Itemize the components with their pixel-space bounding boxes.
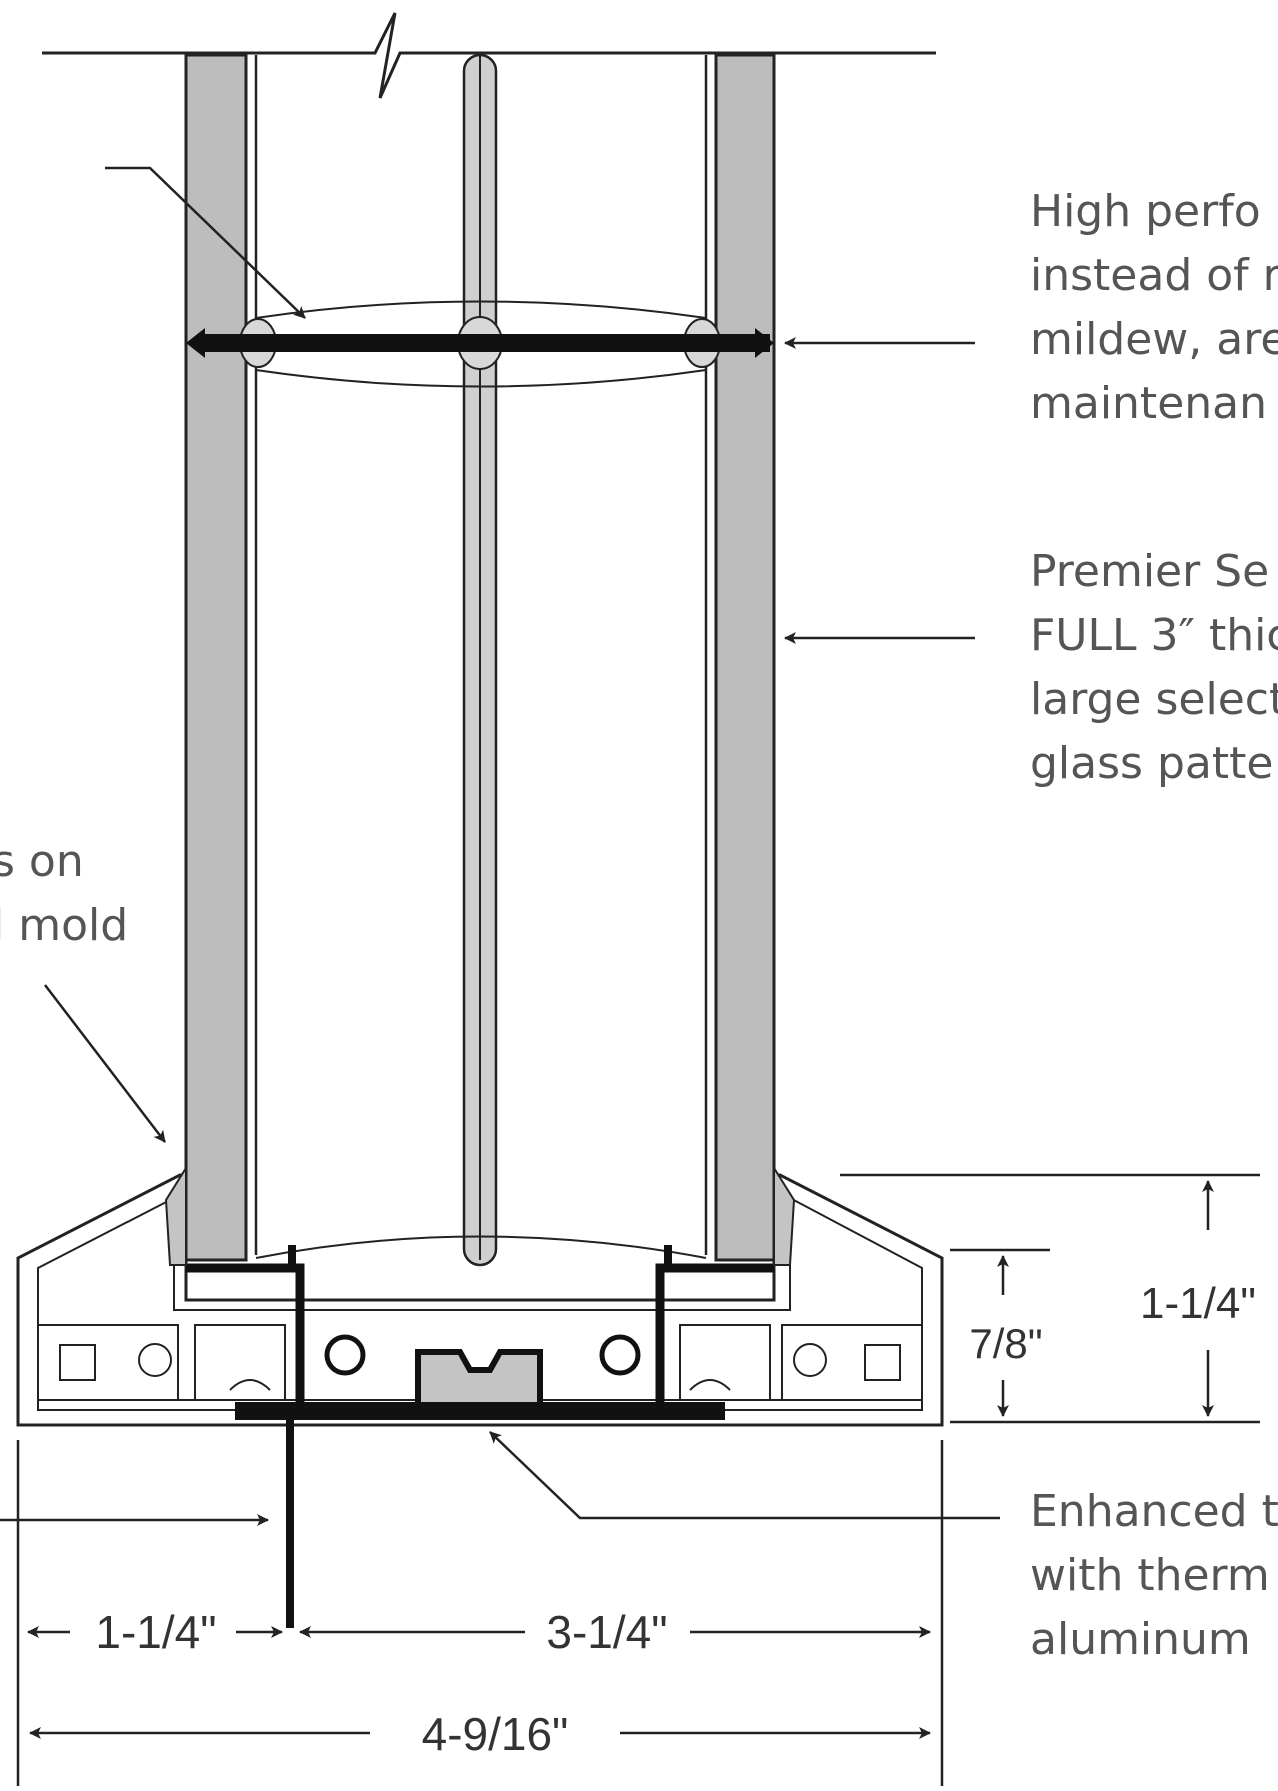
callout-line: large select <box>1030 674 1278 725</box>
callout-line: with therm <box>1030 1550 1270 1601</box>
callout-thermal-break: Enhanced t with therm aluminum <box>1030 1480 1278 1672</box>
thermal-break <box>186 1245 774 1628</box>
dim-width-right: 3-1/4" <box>546 1606 667 1658</box>
callout-line: aluminum <box>1030 1614 1251 1665</box>
callout-line: mildew, are <box>1030 314 1278 365</box>
dim-height-inner: 7/8" <box>969 1320 1042 1367</box>
horizontal-joint <box>186 316 774 370</box>
leader-arrows <box>0 166 1000 1526</box>
callout-line: Premier Se <box>1030 546 1270 597</box>
dimension-lines <box>16 1173 1260 1786</box>
callout-line: glass patte <box>1030 738 1274 789</box>
glass-panel-right <box>704 53 776 1262</box>
callout-line: maintenan <box>1030 378 1267 429</box>
top-break-line <box>42 12 936 99</box>
block-faces <box>255 300 707 1259</box>
center-fin <box>462 53 498 1267</box>
dim-width-total: 4-9/16" <box>422 1708 569 1760</box>
dim-width-left: 1-1/4" <box>95 1606 216 1658</box>
callout-line: instead of r <box>1030 250 1278 301</box>
dim-height-outer: 1-1/4" <box>1140 1279 1256 1328</box>
callout-line: High perfo <box>1030 186 1261 237</box>
callout-line: l mold <box>0 900 129 951</box>
callout-glass-block: Premier Se FULL 3″ thic large select gla… <box>1030 540 1278 796</box>
callout-sealant: s on l mold <box>0 830 128 958</box>
sealant-beads <box>164 1164 796 1266</box>
callout-line: Enhanced t <box>1030 1486 1278 1537</box>
glass-panel-left <box>184 53 258 1262</box>
callout-mortar-joint: High perfo instead of r mildew, are main… <box>1030 180 1278 436</box>
callout-line: FULL 3″ thic <box>1030 610 1278 661</box>
callout-line: s on <box>0 836 84 887</box>
